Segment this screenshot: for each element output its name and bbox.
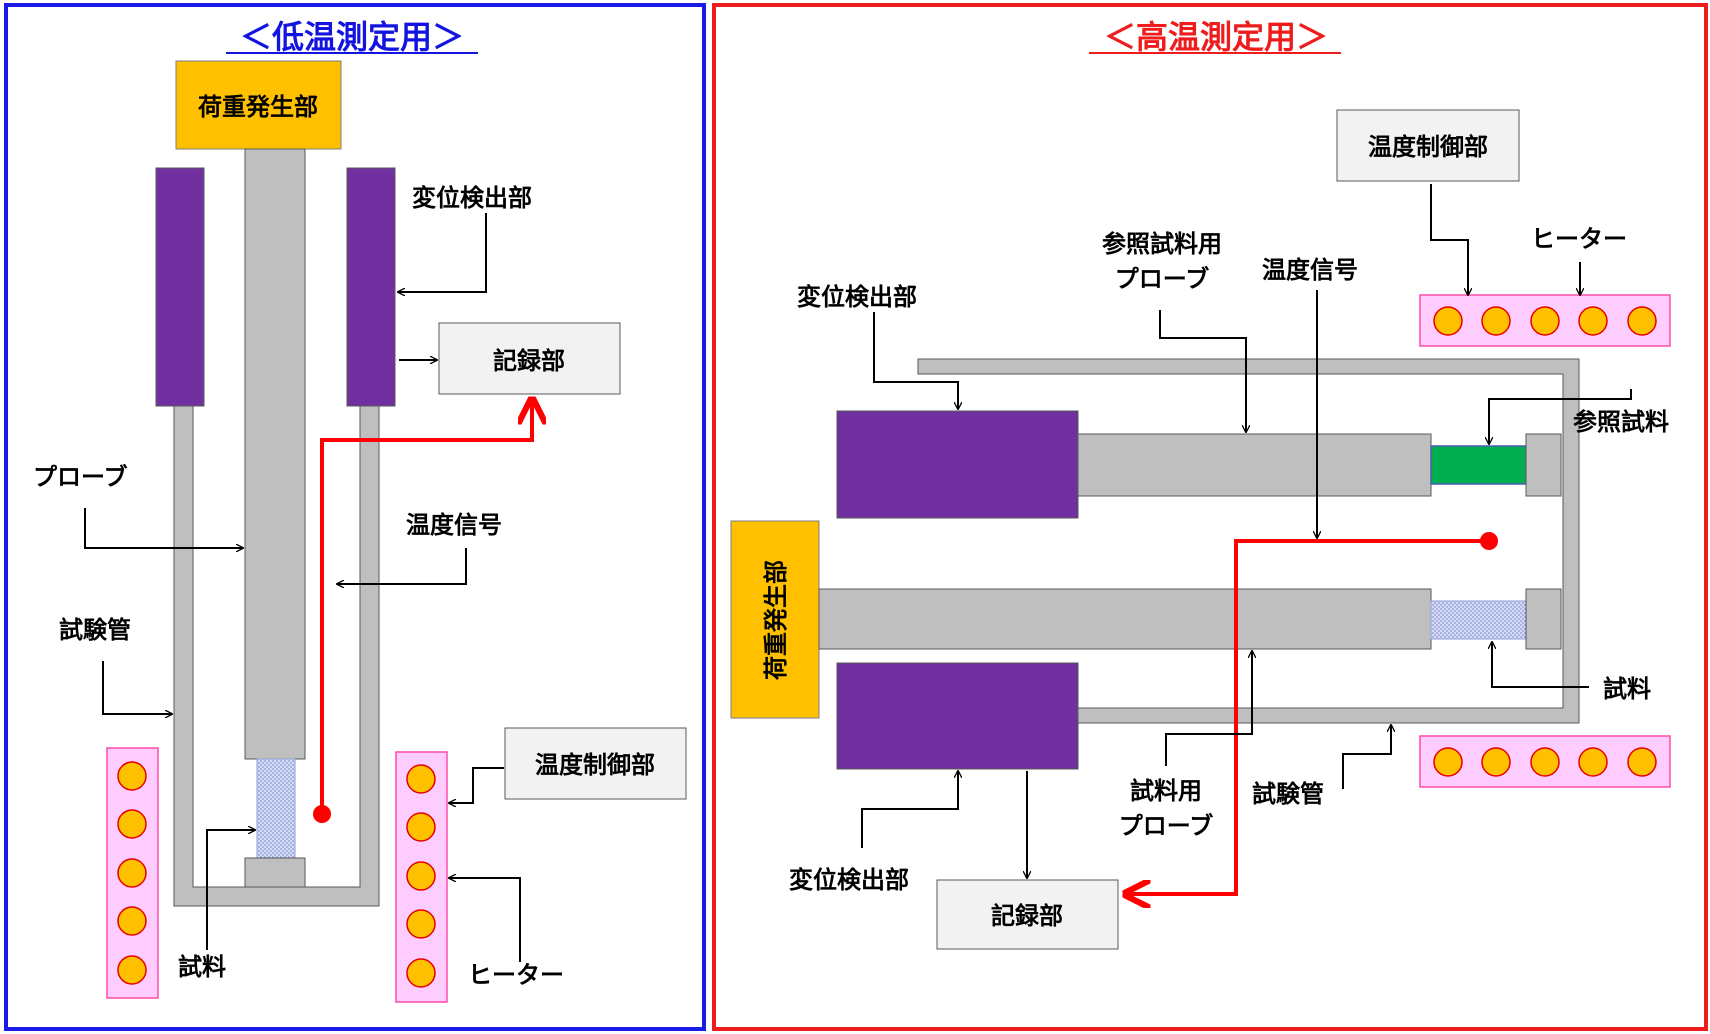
heater-element (406, 861, 436, 891)
thermocouple-point (313, 805, 331, 823)
recorder-label: 記録部 (493, 347, 565, 375)
temp-signal-label: 温度信号 (406, 511, 502, 539)
test-tube-label: 試験管 (59, 616, 131, 644)
test-tube (173, 405, 380, 907)
reference-probe-label-line2: プローブ (1115, 265, 1210, 293)
displacement-label: 変位検出部 (412, 184, 532, 212)
heater-element (406, 764, 436, 794)
heater-element (117, 906, 147, 936)
sample-label-high: 試料 (1603, 675, 1651, 703)
low-temp-title: ＜低温測定用＞ (240, 18, 464, 56)
heater-element (1578, 747, 1608, 777)
heater-element (1627, 747, 1657, 777)
thermocouple-point-high (1480, 532, 1498, 550)
reference-sample-label: 参照試料 (1573, 408, 1669, 436)
probe-label: プローブ (33, 463, 128, 491)
load-unit-label-high: 荷重発生部 (762, 560, 790, 680)
sample-label: 試料 (178, 953, 226, 981)
sample (256, 758, 296, 859)
high-temp-panel-border (712, 3, 1708, 1031)
sample-end-cap (1525, 588, 1562, 650)
leader-arrows-right (861, 184, 1632, 878)
heater-element (1433, 747, 1463, 777)
displacement-label-bottom: 変位検出部 (789, 866, 909, 894)
displacement-detector-left (155, 167, 205, 407)
reference-probe-label-line1: 参照試料用 (1102, 230, 1222, 258)
heater-element (1433, 306, 1463, 336)
heater-element (1530, 747, 1560, 777)
low-temp-panel-border (4, 3, 706, 1031)
heater-element (1627, 306, 1657, 336)
temp-control-box-high (1336, 109, 1520, 182)
displacement-detector-right (346, 167, 396, 407)
heater-element (1481, 306, 1511, 336)
test-tube-label-high: 試験管 (1252, 780, 1324, 808)
reference-sample-end-cap (1525, 433, 1562, 497)
heater-right (395, 751, 448, 1003)
heater-element (117, 761, 147, 791)
sample-probe-label-line2: プローブ (1119, 812, 1214, 840)
heater-element (406, 958, 436, 988)
heater-bottom (1419, 735, 1671, 788)
heater-element (117, 955, 147, 985)
low-temp-panel: ＜低温測定用＞ 荷重発生部 記録部 温度制御部 (4, 3, 706, 1031)
recorder-label-high: 記録部 (991, 902, 1063, 930)
high-temp-panel: ＜高温測定用＞ 温度制御部 荷重発生 (712, 3, 1708, 1031)
heater-top (1419, 294, 1671, 347)
heater-element (117, 809, 147, 839)
sample-high (1430, 600, 1527, 640)
load-unit-box-high (730, 520, 820, 719)
sample-base (244, 857, 306, 888)
recorder-box (438, 322, 621, 395)
load-unit-box (175, 60, 342, 150)
heater-element (406, 812, 436, 842)
temp-control-label: 温度制御部 (535, 751, 655, 779)
heater-label: ヒーター (468, 961, 564, 989)
temp-signal-label-high: 温度信号 (1262, 256, 1358, 284)
heater-element (1481, 747, 1511, 777)
load-unit-label: 荷重発生部 (198, 93, 318, 121)
displacement-label-top: 変位検出部 (797, 283, 917, 311)
heater-element (1530, 306, 1560, 336)
heater-element (1578, 306, 1608, 336)
sample-probe-rod (818, 588, 1432, 650)
temp-control-label-high: 温度制御部 (1368, 133, 1488, 161)
leader-arrows-left (84, 213, 521, 962)
displacement-detector-upper (836, 410, 1079, 519)
sample-probe-label-line1: 試料用 (1130, 777, 1202, 805)
heater-element (117, 858, 147, 888)
reference-probe-rod (1077, 433, 1432, 497)
recorder-box-high (936, 879, 1119, 950)
probe-rod (244, 148, 306, 760)
heater-left (106, 747, 159, 999)
heater-element (406, 909, 436, 939)
temperature-signal-line-high (1128, 539, 1489, 894)
high-temp-title: ＜高温測定用＞ (1104, 18, 1328, 56)
heater-label-high: ヒーター (1531, 225, 1627, 253)
displacement-detector-lower (836, 662, 1079, 770)
temp-control-box (504, 727, 687, 800)
temperature-signal-line (320, 402, 532, 814)
reference-sample (1430, 445, 1527, 485)
